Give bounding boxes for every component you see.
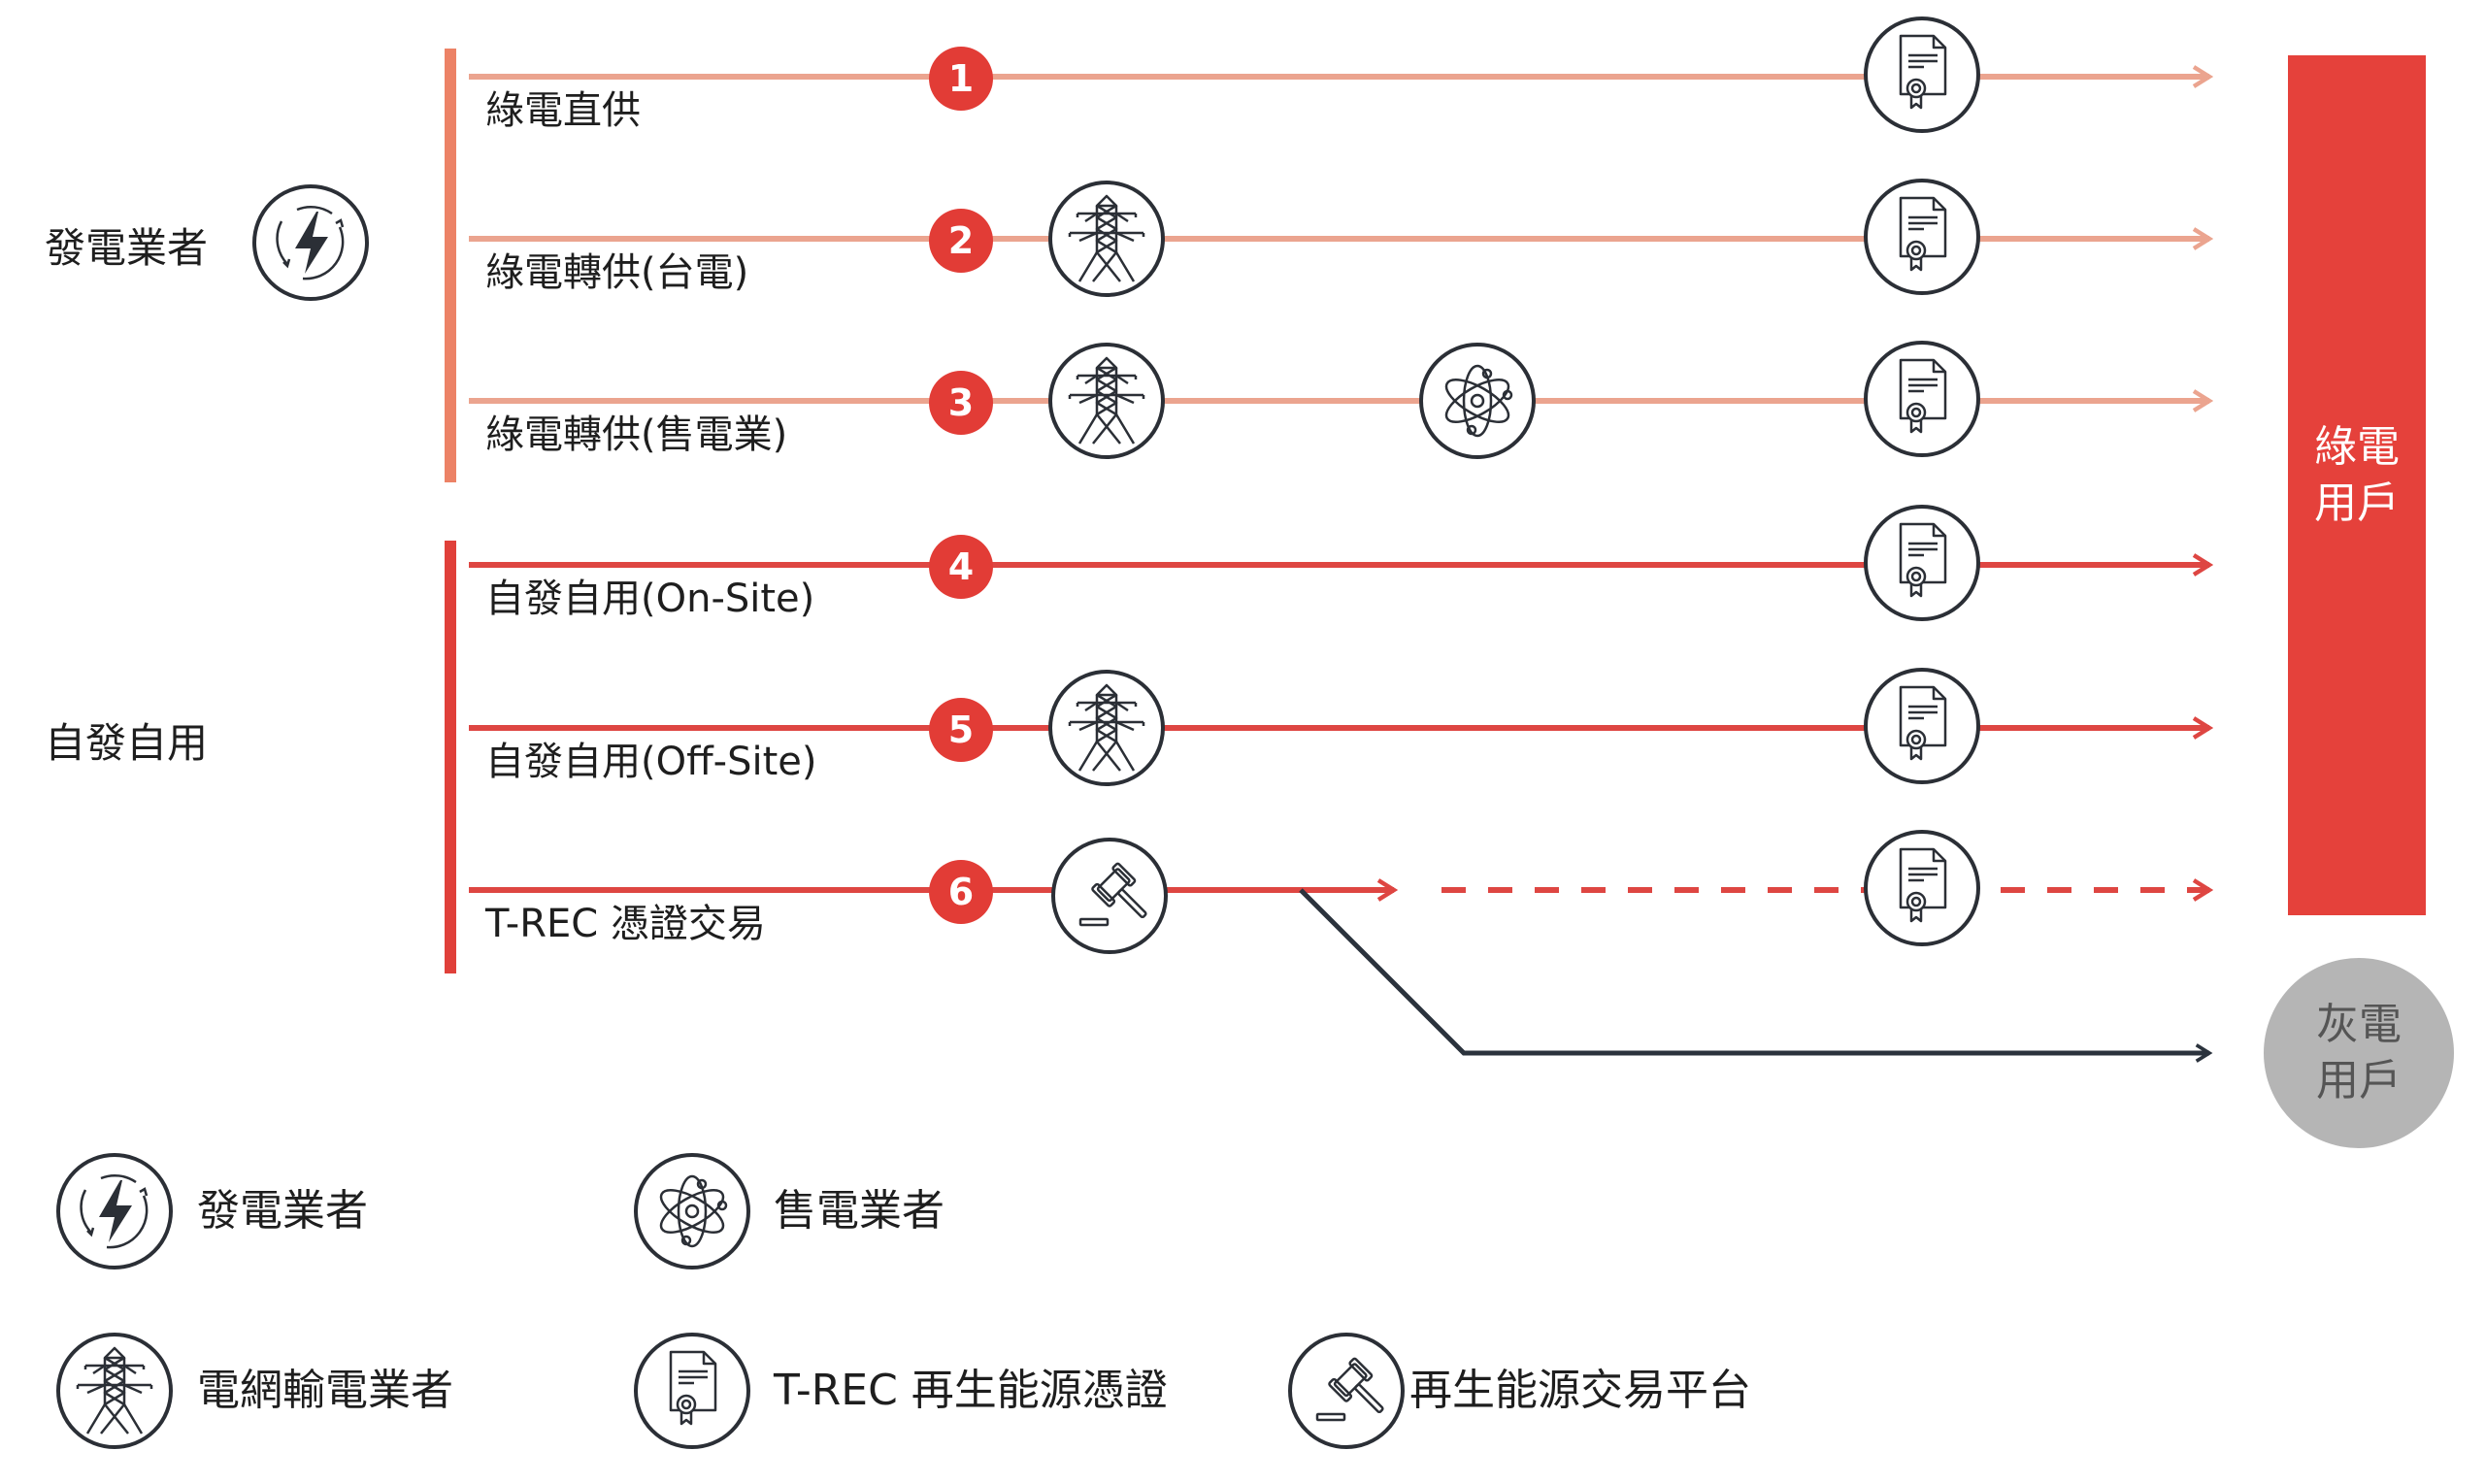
power-generator-icon: [56, 1153, 173, 1270]
route-badge-1: 1: [929, 47, 993, 111]
group-label-generator: 發電業者: [45, 224, 209, 272]
route-label-4: 自發自用(On-Site): [485, 577, 815, 621]
badge-number: 5: [948, 709, 974, 751]
route-line-gray-branch: [1299, 888, 2209, 1053]
certificate-icon: [634, 1333, 750, 1449]
certificate-icon: [1864, 668, 1980, 784]
certificate-icon: [1864, 505, 1980, 621]
badge-number: 1: [948, 57, 974, 100]
badge-circle: [929, 47, 993, 111]
green-user-line1: 綠電: [2314, 422, 2400, 472]
atom-icon: [634, 1153, 750, 1270]
route-badge-5: 5: [929, 698, 993, 762]
transmission-tower-icon: [56, 1333, 173, 1449]
route-badge-6: 6: [929, 860, 993, 924]
transmission-tower-icon: [1048, 670, 1165, 786]
certificate-icon: [1864, 179, 1980, 295]
green-power-user-box: 綠電 用戶: [2288, 55, 2426, 915]
badge-circle: [929, 698, 993, 762]
route-badge-4: 4: [929, 535, 993, 599]
route-label-5: 自發自用(Off-Site): [485, 740, 817, 784]
transmission-tower-icon: [1048, 343, 1165, 459]
badge-number: 2: [948, 219, 974, 262]
route-label-2: 綠電轉供(台電): [485, 250, 749, 295]
gavel-icon: [1051, 838, 1168, 954]
gray-power-user-label: 灰電 用戶: [2310, 997, 2407, 1109]
route-label-3: 綠電轉供(售電業): [485, 412, 788, 457]
badge-number: 6: [948, 871, 974, 913]
certificate-icon: [1864, 16, 1980, 133]
badge-circle: [929, 535, 993, 599]
legend-label-retailer: 售電業者: [774, 1186, 944, 1236]
legend-label-generator: 發電業者: [197, 1186, 368, 1236]
certificate-icon: [1864, 341, 1980, 457]
power-generator-icon: [252, 184, 369, 301]
legend-label-grid-operator: 電網輸電業者: [197, 1366, 453, 1415]
group-label-self-use: 自發自用: [45, 719, 209, 767]
route-label-1: 綠電直供: [485, 88, 641, 133]
route-badge-2: 2: [929, 209, 993, 273]
route-badge-3: 3: [929, 371, 993, 435]
group-bar-generator: [445, 49, 456, 482]
legend-label-trading-platform: 再生能源交易平台: [1409, 1366, 1751, 1415]
icons-layer: 1 2 3 4 5 6: [252, 16, 1980, 954]
badge-number: 4: [948, 545, 974, 588]
green-power-user-label: 綠電 用戶: [2308, 419, 2405, 532]
certificate-icon: [1864, 830, 1980, 946]
badge-circle: [929, 860, 993, 924]
legend-label-trec: T-REC 再生能源憑證: [774, 1366, 1168, 1415]
route-label-6: T-REC 憑證交易: [485, 902, 766, 946]
atom-icon: [1419, 343, 1536, 459]
gavel-icon: [1288, 1333, 1405, 1449]
badge-circle: [929, 209, 993, 273]
badge-number: 3: [948, 381, 974, 424]
transmission-tower-icon: [1048, 181, 1165, 297]
gray-power-user-circle: 灰電 用戶: [2264, 958, 2454, 1148]
badge-circle: [929, 371, 993, 435]
gray-user-line2: 用戶: [2316, 1056, 2402, 1105]
green-user-line2: 用戶: [2314, 478, 2400, 528]
gray-user-line1: 灰電: [2316, 1000, 2402, 1049]
group-bar-self-use: [445, 541, 456, 973]
